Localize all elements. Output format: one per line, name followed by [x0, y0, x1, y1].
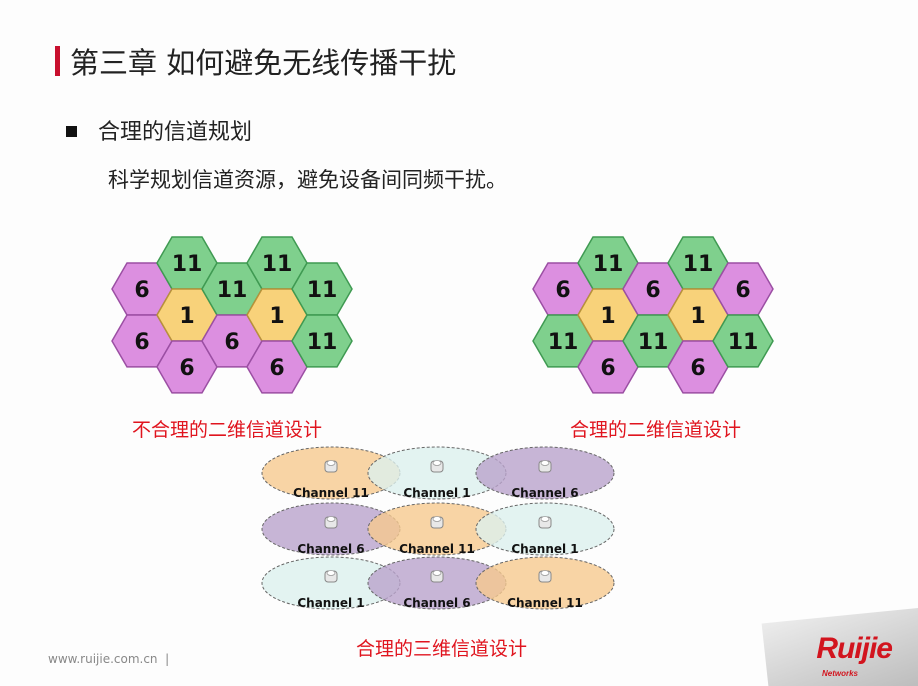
hex-label: 6 — [555, 278, 570, 303]
hex-label: 1 — [269, 304, 284, 329]
coverage-cell-1: Channel 1 — [475, 502, 615, 556]
hex-cell-channel-11: 11 — [246, 236, 308, 290]
hex-label: 11 — [728, 330, 759, 355]
coverage-cell-11: Channel 11 — [475, 556, 615, 610]
coverage-ellipse — [475, 556, 615, 610]
hex-label: 6 — [134, 330, 149, 355]
coverage-cell-6: Channel 6 — [367, 556, 507, 610]
hex-label: 6 — [690, 356, 705, 381]
3d-caption: 合理的三维信道设计 — [356, 638, 528, 660]
bullet-description: 科学规划信道资源，避免设备间同频干扰。 — [108, 168, 507, 192]
grid-caption-bad: 不合理的二维信道设计 — [132, 419, 323, 441]
hex-label: 6 — [600, 356, 615, 381]
hex-label: 11 — [217, 278, 248, 303]
hex-label: 11 — [262, 252, 293, 277]
hex-cell-channel-11: 11 — [622, 314, 684, 368]
coverage-ellipse — [475, 446, 615, 500]
hex-cell-channel-11: 11 — [712, 314, 774, 368]
hex-label: 11 — [172, 252, 203, 277]
channel-label: Channel 1 — [403, 486, 470, 500]
ruijie-logo-sub: Networks — [821, 669, 858, 678]
hex-label: 1 — [690, 304, 705, 329]
hex-label: 6 — [224, 330, 239, 355]
hex-cell-channel-6: 6 — [156, 340, 218, 394]
hex-cell-channel-6: 6 — [246, 340, 308, 394]
access-point-icon — [324, 460, 338, 473]
hex-cell-channel-11: 11 — [201, 262, 263, 316]
hex-shape — [291, 314, 353, 368]
channel-label: Channel 11 — [507, 596, 583, 610]
channel-label: Channel 6 — [297, 542, 364, 556]
hex-cell-channel-11: 11 — [291, 262, 353, 316]
hex-cell-channel-6: 6 — [712, 262, 774, 316]
channel-label: Channel 6 — [511, 486, 578, 500]
hex-label: 6 — [269, 356, 284, 381]
hex-label: 6 — [179, 356, 194, 381]
hex-label: 11 — [593, 252, 624, 277]
channel-label: Channel 6 — [403, 596, 470, 610]
title-accent-bar — [55, 46, 60, 76]
access-point-icon — [430, 460, 444, 473]
hex-cell-channel-6: 6 — [111, 262, 173, 316]
hex-cell-channel-11: 11 — [577, 236, 639, 290]
hex-label: 6 — [134, 278, 149, 303]
hex-shape — [712, 314, 774, 368]
coverage-cell-11: Channel 11 — [367, 502, 507, 556]
hex-cell-channel-11: 11 — [291, 314, 353, 368]
coverage-cell-6: Channel 6 — [261, 502, 401, 556]
coverage-ellipse — [475, 502, 615, 556]
hex-label: 11 — [638, 330, 669, 355]
channel-label: Channel 1 — [297, 596, 364, 610]
access-point-icon — [324, 570, 338, 583]
bullet-square-icon — [66, 126, 77, 137]
hex-cell-channel-1: 1 — [246, 288, 308, 342]
footer-band — [761, 608, 918, 686]
channel-label: Channel 11 — [293, 486, 369, 500]
coverage-cell-6: Channel 6 — [475, 446, 615, 500]
ruijie-logo: Ruijie — [816, 632, 893, 665]
hex-label: 6 — [645, 278, 660, 303]
coverage-cell-1: Channel 1 — [367, 446, 507, 500]
hex-label: 11 — [307, 278, 338, 303]
hex-label: 11 — [307, 330, 338, 355]
hex-label: 11 — [683, 252, 714, 277]
grid-caption-good: 合理的二维信道设计 — [570, 419, 742, 441]
footer-url: www.ruijie.com.cn | — [48, 652, 170, 666]
access-point-icon — [430, 516, 444, 529]
hex-label: 6 — [735, 278, 750, 303]
bullet-heading: 合理的信道规划 — [98, 120, 253, 145]
access-point-icon — [324, 516, 338, 529]
hex-label: 11 — [548, 330, 579, 355]
hex-label: 1 — [600, 304, 615, 329]
access-point-icon — [538, 570, 552, 583]
page-title: 第三章 如何避免无线传播干扰 — [70, 46, 457, 80]
access-point-icon — [538, 516, 552, 529]
access-point-icon — [538, 460, 552, 473]
hex-label: 1 — [179, 304, 194, 329]
channel-label: Channel 11 — [399, 542, 475, 556]
access-point-icon — [430, 570, 444, 583]
channel-label: Channel 1 — [511, 542, 578, 556]
